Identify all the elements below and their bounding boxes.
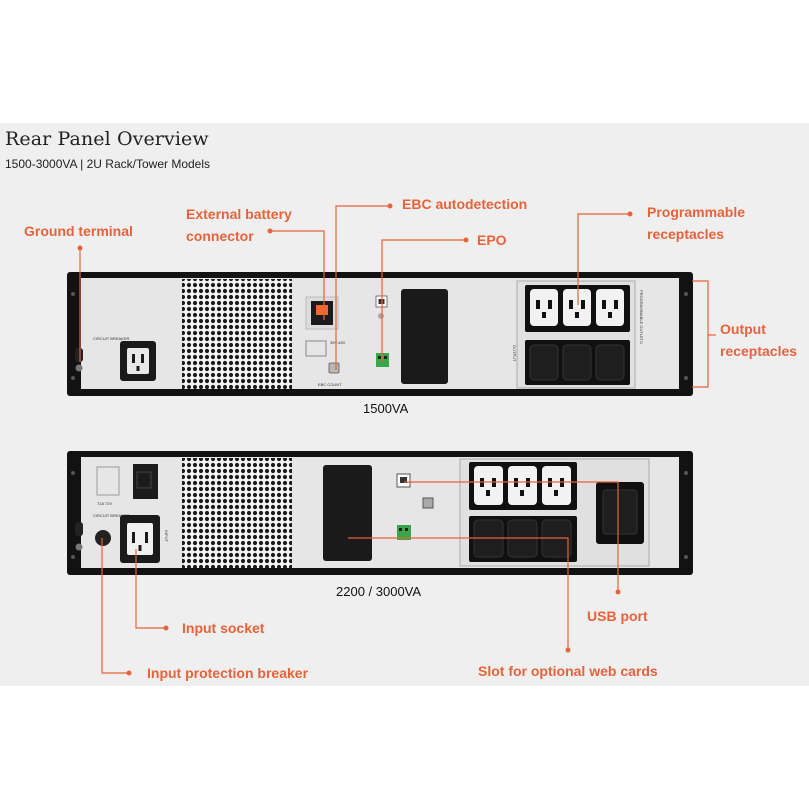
callout-output-2: receptacles bbox=[720, 343, 798, 359]
model-label-3000va: 2200 / 3000VA bbox=[336, 584, 422, 599]
callout-programmable-2: receptacles bbox=[647, 226, 725, 242]
callout-programmable-1: Programmable bbox=[647, 204, 746, 220]
callout-usb-port: USB port bbox=[587, 608, 648, 624]
panel-label-programmable: PROGRAMMABLE OUTLETS bbox=[639, 290, 644, 344]
unit-1500va: CIRCUIT BREAKER 36V-48V EBC COUNT OUTPUT… bbox=[67, 272, 693, 396]
callout-external-battery-1: External battery bbox=[186, 206, 292, 222]
callout-input-breaker: Input protection breaker bbox=[147, 665, 309, 681]
web-card-slot-1500va bbox=[401, 289, 448, 384]
web-card-slot-3000va bbox=[323, 465, 372, 561]
model-label-1500va: 1500VA bbox=[363, 401, 409, 416]
panel-label-ebc: EBC COUNT bbox=[318, 382, 342, 387]
diagram-background bbox=[0, 123, 809, 686]
panel-label-input: INPUT bbox=[164, 530, 169, 543]
panel-label-breaker: CIRCUIT BREAKER bbox=[93, 336, 129, 341]
fan-grille-3000va bbox=[182, 458, 292, 568]
callout-lines bbox=[79, 205, 716, 674]
panel-label-output: OUTPUT bbox=[512, 345, 517, 362]
page-title: Rear Panel Overview bbox=[5, 128, 209, 150]
page-subtitle: 1500-3000VA | 2U Rack/Tower Models bbox=[5, 157, 211, 171]
callout-external-battery-2: connector bbox=[186, 228, 254, 244]
callout-ground-terminal: Ground terminal bbox=[24, 223, 133, 239]
battery-rating-top: 36V-48V bbox=[330, 340, 346, 345]
callout-ebc-autodetection: EBC autodetection bbox=[402, 196, 528, 212]
callout-dots bbox=[77, 203, 633, 676]
ebc-count-connector bbox=[328, 362, 340, 374]
callout-input-socket: Input socket bbox=[182, 620, 265, 636]
callout-output-1: Output bbox=[720, 321, 766, 337]
callout-web-card-slot: Slot for optional web cards bbox=[478, 663, 658, 679]
panel-label-breaker-3000va: CIRCUIT BREAKER bbox=[93, 513, 129, 518]
battery-rating-bottom: 72A 72V bbox=[97, 501, 112, 506]
unit-2200-3000va: 72A 72V CIRCUIT BREAKER INPUT bbox=[67, 451, 693, 575]
fan-grille bbox=[182, 279, 292, 389]
ground-terminal bbox=[75, 348, 83, 362]
callout-epo: EPO bbox=[477, 232, 507, 248]
input-protection-breaker bbox=[95, 530, 111, 546]
